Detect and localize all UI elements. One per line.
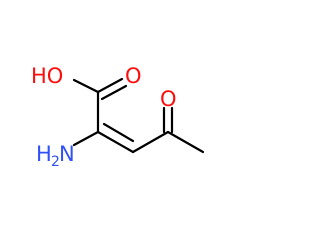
bond-c1-o-double-b	[100, 84, 128, 101]
acid-carbonyl-oxygen-label: O	[125, 64, 142, 88]
bond-c4-c5	[166, 130, 205, 154]
amine-subscript-label: 2	[51, 154, 60, 170]
amine-label: H 2 N	[36, 142, 75, 170]
structural-formula: HO O O H 2 N	[31, 64, 205, 170]
bonds	[72, 77, 205, 154]
bond-c2-n	[72, 130, 100, 147]
bond-c2-c3-double-b	[102, 122, 135, 143]
bond-oh-c1	[72, 78, 100, 94]
hydroxyl-label: HO	[31, 64, 63, 88]
bond-c1-o-double-a	[96, 77, 124, 94]
bond-c2-c3-double-a	[96, 130, 135, 154]
ketone-oxygen-label: O	[160, 87, 177, 111]
bond-c3-c4	[131, 130, 170, 154]
amine-hydrogen-label: H	[36, 142, 52, 166]
amine-nitrogen-label: N	[59, 142, 75, 166]
